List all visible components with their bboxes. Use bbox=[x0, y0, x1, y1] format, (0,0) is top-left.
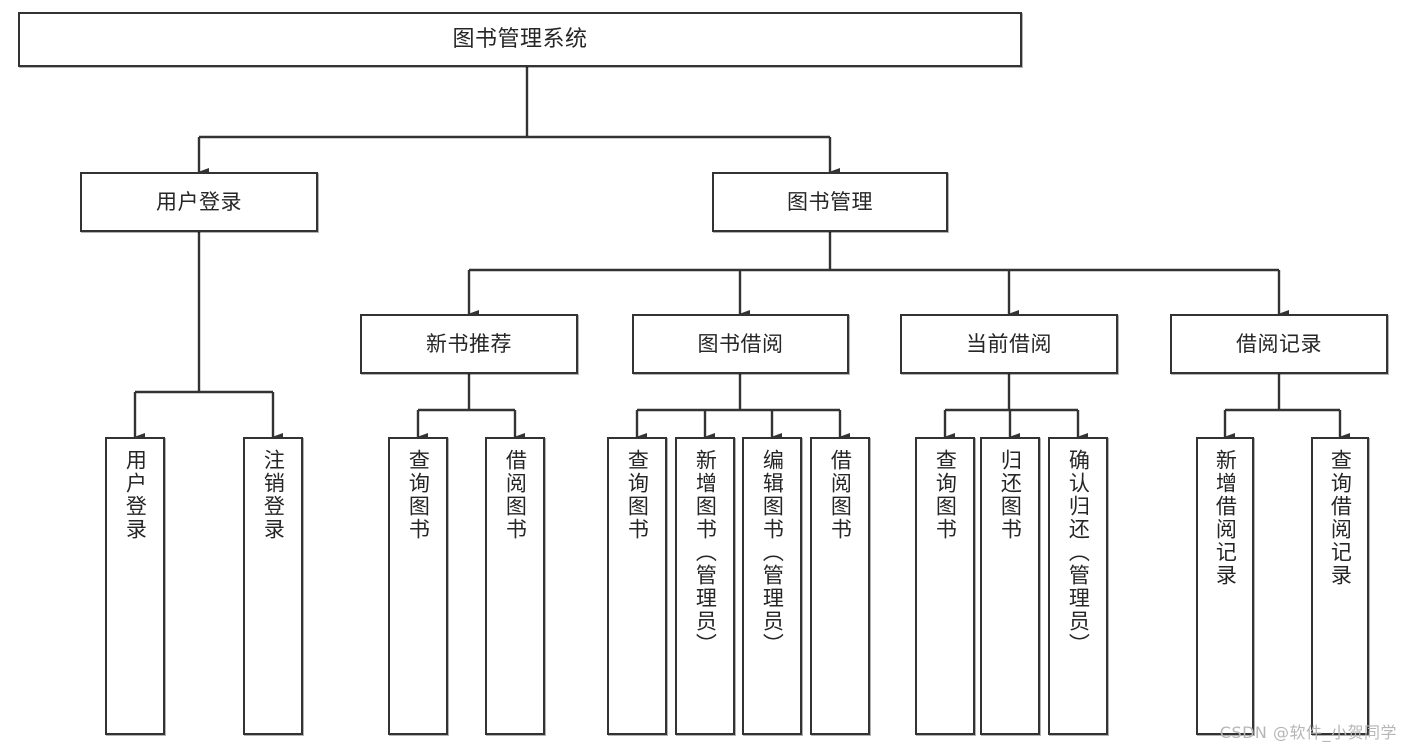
node-leaf-add-book-admin[interactable]: 新增图书（管理员） bbox=[675, 437, 735, 735]
node-label: 查询图书 bbox=[933, 449, 958, 541]
node-label: 新增图书（管理员） bbox=[693, 449, 718, 656]
node-label: 图书管理 bbox=[787, 189, 873, 214]
node-label: 归还图书 bbox=[998, 449, 1023, 541]
node-label: 编辑图书（管理员） bbox=[760, 449, 785, 656]
node-label: 图书借阅 bbox=[697, 331, 784, 356]
node-leaf-borrow-book[interactable]: 借阅图书 bbox=[810, 437, 870, 735]
node-leaf-add-borrow-record[interactable]: 新增借阅记录 bbox=[1196, 437, 1254, 735]
node-label: 新增借阅记录 bbox=[1213, 449, 1238, 587]
node-leaf-query-book-current[interactable]: 查询图书 bbox=[915, 437, 975, 735]
node-label: 图书管理系统 bbox=[452, 26, 588, 52]
node-label: 确认归还（管理员） bbox=[1066, 449, 1091, 656]
node-new-book-recommend[interactable]: 新书推荐 bbox=[360, 314, 578, 374]
node-book-borrow[interactable]: 图书借阅 bbox=[632, 314, 849, 374]
node-user-login[interactable]: 用户登录 bbox=[80, 172, 318, 232]
node-leaf-user-login[interactable]: 用户登录 bbox=[105, 437, 165, 735]
node-leaf-return-book[interactable]: 归还图书 bbox=[980, 437, 1040, 735]
node-label: 注销登录 bbox=[261, 449, 286, 541]
node-label: 查询图书 bbox=[406, 449, 431, 541]
node-leaf-query-borrow-record[interactable]: 查询借阅记录 bbox=[1311, 437, 1369, 735]
node-root[interactable]: 图书管理系统 bbox=[18, 12, 1022, 67]
node-label: 查询借阅记录 bbox=[1328, 449, 1353, 587]
node-label: 用户登录 bbox=[123, 449, 148, 541]
watermark-credit: CSDN @软件_小贺同学 bbox=[1219, 723, 1397, 742]
node-borrow-record[interactable]: 借阅记录 bbox=[1170, 314, 1388, 374]
node-label: 借阅记录 bbox=[1236, 331, 1322, 356]
node-leaf-logout[interactable]: 注销登录 bbox=[243, 437, 303, 735]
node-label: 借阅图书 bbox=[503, 449, 528, 541]
node-label: 当前借阅 bbox=[966, 331, 1052, 356]
node-leaf-query-book-borrow[interactable]: 查询图书 bbox=[607, 437, 667, 735]
node-label: 用户登录 bbox=[156, 189, 242, 214]
node-book-management[interactable]: 图书管理 bbox=[712, 172, 948, 232]
node-leaf-query-book-rec[interactable]: 查询图书 bbox=[388, 437, 448, 735]
node-label: 新书推荐 bbox=[426, 331, 512, 356]
node-leaf-edit-book-admin[interactable]: 编辑图书（管理员） bbox=[742, 437, 802, 735]
node-label: 借阅图书 bbox=[828, 449, 853, 541]
node-label: 查询图书 bbox=[625, 449, 650, 541]
node-leaf-borrow-book-rec[interactable]: 借阅图书 bbox=[485, 437, 545, 735]
node-leaf-confirm-return-admin[interactable]: 确认归还（管理员） bbox=[1048, 437, 1108, 735]
node-current-borrow[interactable]: 当前借阅 bbox=[900, 314, 1118, 374]
